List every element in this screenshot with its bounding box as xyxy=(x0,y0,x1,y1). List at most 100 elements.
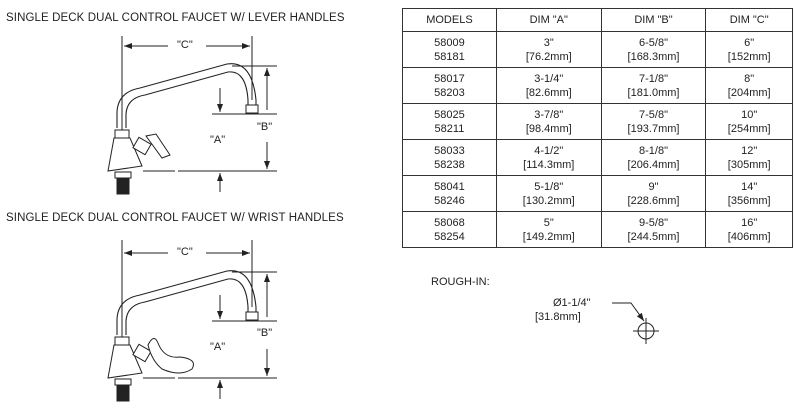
rough-in-symbol xyxy=(612,302,659,344)
dim-c-cell: 16"[406mm] xyxy=(705,211,793,248)
dim-a-cell: 3-7/8"[98.4mm] xyxy=(495,103,602,140)
dim-b-cell-line: [244.5mm] xyxy=(627,230,680,243)
models-cell-line: 58068 xyxy=(434,216,465,229)
dim-a-cell: 5-1/8"[130.2mm] xyxy=(495,175,602,212)
dim-a-cell-line: [82.6mm] xyxy=(525,86,572,99)
models-cell-line: 58238 xyxy=(434,158,465,171)
dim-c-cell: 12"[305mm] xyxy=(705,139,793,176)
dim-b-label: "B" xyxy=(257,327,273,339)
dim-c-cell: 8"[204mm] xyxy=(705,67,793,104)
dim-a-cell-line: 3" xyxy=(543,36,554,49)
dim-a-label: "A" xyxy=(210,134,226,146)
dim-a-cell-line: 5" xyxy=(543,216,554,229)
dim-a-cell-line: 4-1/2" xyxy=(534,144,564,157)
drawing-title-wrist: SINGLE DECK DUAL CONTROL FAUCET W/ WRIST… xyxy=(6,212,344,224)
collar xyxy=(114,129,130,139)
dim-a-cell-line: [149.2mm] xyxy=(522,230,575,243)
dim-b-cell-line: 7-5/8" xyxy=(639,108,668,121)
dim-c-cell-line: 16" xyxy=(741,216,758,229)
dim-a-cell: 5"[149.2mm] xyxy=(495,211,602,248)
dim-b-cell: 9"[228.6mm] xyxy=(600,175,707,212)
dim-c-cell-line: 10" xyxy=(741,108,758,121)
dim-c-cell-line: 12" xyxy=(741,144,758,157)
dim-a-label: "A" xyxy=(210,341,226,353)
dim-c-cell-line: [406mm] xyxy=(727,230,771,243)
dim-b-cell-line: [181.0mm] xyxy=(627,86,680,99)
leader-arrow xyxy=(612,302,645,322)
dim-b-cell: 6-5/8"[168.3mm] xyxy=(600,31,707,68)
dim-a-cell-line: 5-1/8" xyxy=(534,180,564,193)
models-cell-line: 58254 xyxy=(434,230,465,243)
faucet-wrist-drawing xyxy=(107,240,277,402)
models-cell-line: 58009 xyxy=(434,36,465,49)
dim-c-cell-line: [152mm] xyxy=(727,50,771,63)
dim-c-cell: 14"[356mm] xyxy=(705,175,793,212)
rough-in-metric: [31.8mm] xyxy=(535,311,581,323)
models-cell-line: 58025 xyxy=(434,108,465,121)
dim-c-label: "C" xyxy=(177,246,193,258)
dim-b-cell-line: 8-1/8" xyxy=(639,144,668,157)
dim-b-cell: 8-1/8"[206.4mm] xyxy=(600,139,707,176)
table-header-row: MODELS DIM "A" DIM "B" DIM "C" xyxy=(402,8,793,32)
col-header-dim-a: DIM "A" xyxy=(495,8,602,32)
models-cell-line: 58246 xyxy=(434,194,465,207)
dim-a-cell-line: 3-7/8" xyxy=(534,108,564,121)
col-header-models: MODELS xyxy=(402,8,497,32)
dim-a-cell-line: [114.3mm] xyxy=(523,158,575,171)
aerator xyxy=(245,311,259,321)
models-cell-line: 58017 xyxy=(434,72,465,85)
dim-b-cell-line: [168.3mm] xyxy=(627,50,680,63)
dim-c-cell-line: [305mm] xyxy=(727,158,771,171)
col-header-dim-b: DIM "B" xyxy=(600,8,707,32)
dim-c-cell: 10"[254mm] xyxy=(705,103,793,140)
dim-a-cell: 3-1/4"[82.6mm] xyxy=(495,67,602,104)
spout-outer xyxy=(116,63,257,128)
dim-c-cell: 6"[152mm] xyxy=(705,31,793,68)
dim-b-cell-line: 9" xyxy=(648,180,659,193)
dim-a-cell-line: [98.4mm] xyxy=(525,122,572,135)
shank xyxy=(116,177,130,195)
aerator xyxy=(245,104,259,114)
dim-c-cell-line: 14" xyxy=(741,180,758,193)
wrist-handle xyxy=(147,338,194,374)
models-cell-line: 58181 xyxy=(434,50,465,63)
dim-b-cell-line: 6-5/8" xyxy=(639,36,668,49)
dim-b-cell-line: [193.7mm] xyxy=(627,122,680,135)
dim-c-cell-line: [254mm] xyxy=(727,122,771,135)
dim-a-cell-line: [130.2mm] xyxy=(522,194,575,207)
rough-in-diameter: Ø1-1/4" xyxy=(553,297,591,309)
dim-c-label: "C" xyxy=(177,39,193,51)
dim-b-cell-line: 9-5/8" xyxy=(639,216,668,229)
dim-a-cell: 3"[76.2mm] xyxy=(495,31,602,68)
dim-b-cell: 9-5/8"[244.5mm] xyxy=(600,211,707,248)
dim-a-cell: 4-1/2"[114.3mm] xyxy=(495,139,602,176)
spout-inner xyxy=(125,71,249,128)
dim-c-cell-line: [356mm] xyxy=(727,194,771,207)
dim-b-cell-line: [228.6mm] xyxy=(627,194,680,207)
dim-b-cell: 7-1/8"[181.0mm] xyxy=(600,67,707,104)
models-cell-line: 58033 xyxy=(434,144,465,157)
dim-b-cell: 7-5/8"[193.7mm] xyxy=(600,103,707,140)
lever-handle xyxy=(145,133,171,159)
dim-b-label: "B" xyxy=(257,121,273,133)
shank-nut xyxy=(114,171,132,179)
dim-c-cell-line: 8" xyxy=(744,72,755,85)
dim-c-cell-line: 6" xyxy=(744,36,755,49)
models-cell-line: 58211 xyxy=(434,122,465,135)
col-header-dim-c: DIM "C" xyxy=(705,8,793,32)
models-cell-line: 58203 xyxy=(434,86,465,99)
